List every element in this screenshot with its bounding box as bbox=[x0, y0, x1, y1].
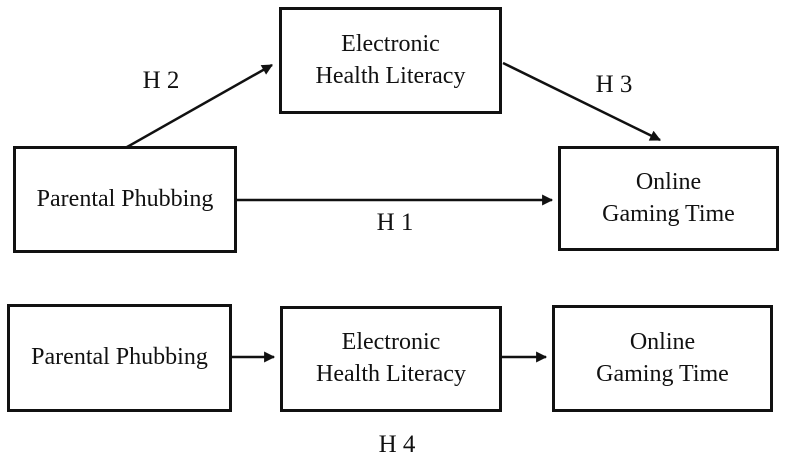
box-online-gaming-time-bottom: Online Gaming Time bbox=[552, 305, 773, 412]
path-label-h4: H 4 bbox=[378, 431, 416, 458]
path-label-h3: H 3 bbox=[595, 71, 633, 98]
box-electronic-health-literacy-bottom: Electronic Health Literacy bbox=[280, 306, 502, 412]
box-parental-phubbing-top: Parental Phubbing bbox=[13, 146, 237, 253]
box-electronic-health-literacy-top: Electronic Health Literacy bbox=[279, 7, 502, 114]
arrow-h3-mediator-to-outcome bbox=[502, 61, 661, 142]
arrow-h2-predictor-to-mediator bbox=[126, 63, 273, 149]
box-online-gaming-time-top: Online Gaming Time bbox=[558, 146, 779, 251]
box-parental-phubbing-bottom: Parental Phubbing bbox=[7, 304, 232, 412]
path-label-h2: H 2 bbox=[142, 67, 180, 94]
path-label-h1: H 1 bbox=[376, 209, 414, 236]
